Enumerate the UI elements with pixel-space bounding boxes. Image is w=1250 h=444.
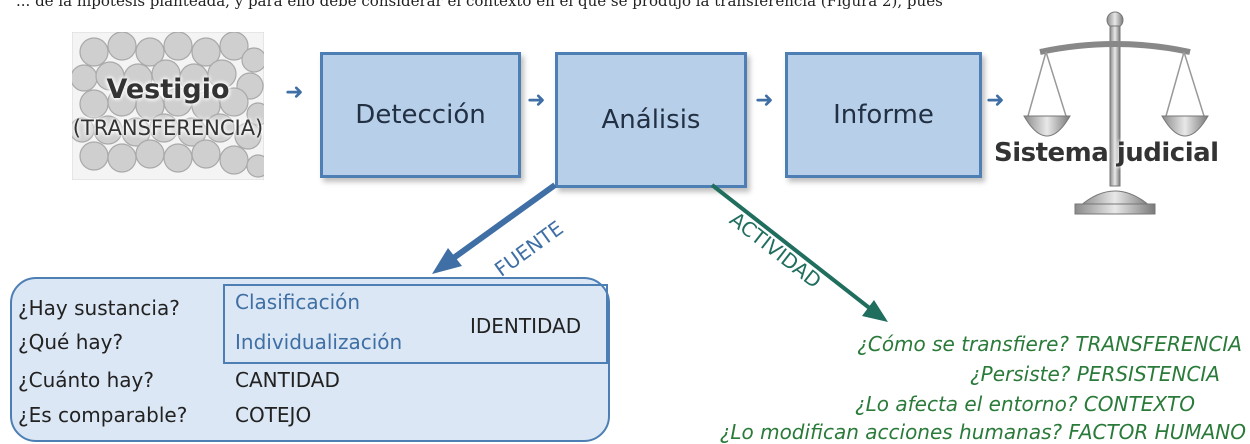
fuente-panel xyxy=(10,277,610,442)
actividad-arrowhead xyxy=(862,300,888,322)
fuente-arrow xyxy=(446,182,557,265)
actividad-concept: CONTEXTO xyxy=(1083,392,1195,416)
fuente-arrowhead xyxy=(432,248,462,274)
figure-caption: ... de la hipótesis planteada, y para el… xyxy=(16,0,943,10)
arrow-right-icon: ➜ xyxy=(285,80,304,105)
individualizacion-label: Individualización xyxy=(235,330,403,354)
step-deteccion: Detección xyxy=(320,52,521,178)
actividad-line: ¿Lo afecta el entorno? CONTEXTO xyxy=(855,392,1195,416)
arrow-right-icon: ➜ xyxy=(986,88,1005,113)
cotejo-label: COTEJO xyxy=(235,403,312,427)
scales-of-justice-icon xyxy=(1020,6,1210,218)
vestigio-title: Vestigio xyxy=(106,74,230,105)
clasificacion-label: Clasificación xyxy=(235,290,361,314)
actividad-question: ¿Lo modifican acciones humanas? xyxy=(719,420,1063,444)
vestigio-subtitle: (TRANSFERENCIA) xyxy=(72,116,264,140)
step-label: Informe xyxy=(833,100,934,130)
cantidad-label: CANTIDAD xyxy=(235,368,340,392)
question-cuanto-hay: ¿Cuánto hay? xyxy=(18,368,155,392)
question-sustancia: ¿Hay sustancia? xyxy=(18,296,180,320)
identidad-box xyxy=(223,284,608,364)
actividad-arrow xyxy=(710,183,874,312)
identidad-label: IDENTIDAD xyxy=(470,314,582,338)
vestigio-image: Vestigio (TRANSFERENCIA) xyxy=(72,32,264,180)
question-que-hay: ¿Qué hay? xyxy=(18,330,124,354)
arrow-right-icon: ➜ xyxy=(527,88,546,113)
actividad-concept: TRANSFERENCIA xyxy=(1075,332,1242,356)
actividad-question: ¿Lo afecta el entorno? xyxy=(855,392,1078,416)
actividad-question: ¿Persiste? xyxy=(970,362,1071,386)
sistema-judicial-label: Sistema judicial xyxy=(994,138,1219,168)
step-informe: Informe xyxy=(785,52,982,178)
actividad-question: ¿Cómo se transfiere? xyxy=(857,332,1069,356)
actividad-line: ¿Persiste? PERSISTENCIA xyxy=(970,362,1220,386)
step-analisis: Análisis xyxy=(555,52,747,188)
step-label: Análisis xyxy=(601,105,701,135)
question-comparable: ¿Es comparable? xyxy=(18,403,188,427)
actividad-line: ¿Lo modifican acciones humanas? FACTOR H… xyxy=(720,420,1246,444)
actividad-line: ¿Cómo se transfiere? TRANSFERENCIA xyxy=(857,332,1242,356)
actividad-concept: PERSISTENCIA xyxy=(1076,362,1220,386)
actividad-concept: FACTOR HUMANO xyxy=(1068,420,1246,444)
arrow-right-icon: ➜ xyxy=(755,88,774,113)
step-label: Detección xyxy=(355,100,486,130)
